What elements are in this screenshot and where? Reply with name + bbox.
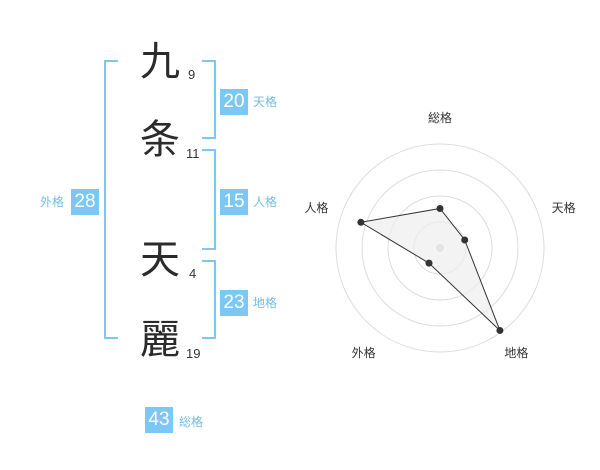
name-char-1: 九 bbox=[140, 39, 180, 85]
name-char-2: 条 bbox=[140, 117, 180, 163]
radar-axis-label-2: 天格 bbox=[552, 200, 576, 215]
radar-point-2 bbox=[461, 236, 469, 244]
radar-axis-label-1: 総格 bbox=[428, 110, 452, 125]
chi-score-badge: 23 bbox=[220, 290, 248, 316]
stroke-count-4: 19 bbox=[186, 346, 201, 361]
jin-score-label: 人格 bbox=[253, 195, 278, 209]
sou-score-label: 総格 bbox=[179, 415, 204, 429]
gai-score-label: 外格 bbox=[40, 195, 65, 209]
jin-score-badge: 15 bbox=[220, 189, 248, 215]
radar-point-4 bbox=[425, 259, 433, 267]
ten-bracket bbox=[202, 60, 216, 139]
name-char-4: 麗 bbox=[140, 317, 180, 363]
radar-axis-label-5: 人格 bbox=[304, 200, 328, 215]
name-char-3: 天 bbox=[140, 237, 180, 283]
stroke-count-3: 4 bbox=[189, 266, 197, 281]
radar-point-5 bbox=[357, 218, 365, 226]
radar-axis-label-3: 地格 bbox=[504, 345, 528, 360]
jin-bracket bbox=[202, 149, 216, 250]
chi-bracket bbox=[202, 260, 216, 339]
stroke-count-2: 11 bbox=[186, 146, 200, 161]
ten-score-label: 天格 bbox=[253, 95, 278, 109]
stroke-count-1: 9 bbox=[188, 67, 196, 82]
outer-bracket bbox=[104, 60, 118, 339]
radar-axis-label-4: 外格 bbox=[352, 345, 376, 360]
gai-score-badge: 28 bbox=[71, 189, 99, 215]
sou-score-badge: 43 bbox=[145, 407, 173, 433]
chi-score-label: 地格 bbox=[253, 296, 278, 310]
ten-score-badge: 20 bbox=[220, 89, 248, 115]
radar-point-1 bbox=[436, 204, 444, 212]
radar-grid-ring-2 bbox=[361, 169, 519, 327]
radar-grid-ring-3 bbox=[387, 195, 493, 301]
radar-point-3 bbox=[496, 326, 504, 334]
radar-grid-ring-1 bbox=[335, 143, 545, 353]
radar-data-polygon bbox=[359, 207, 501, 331]
